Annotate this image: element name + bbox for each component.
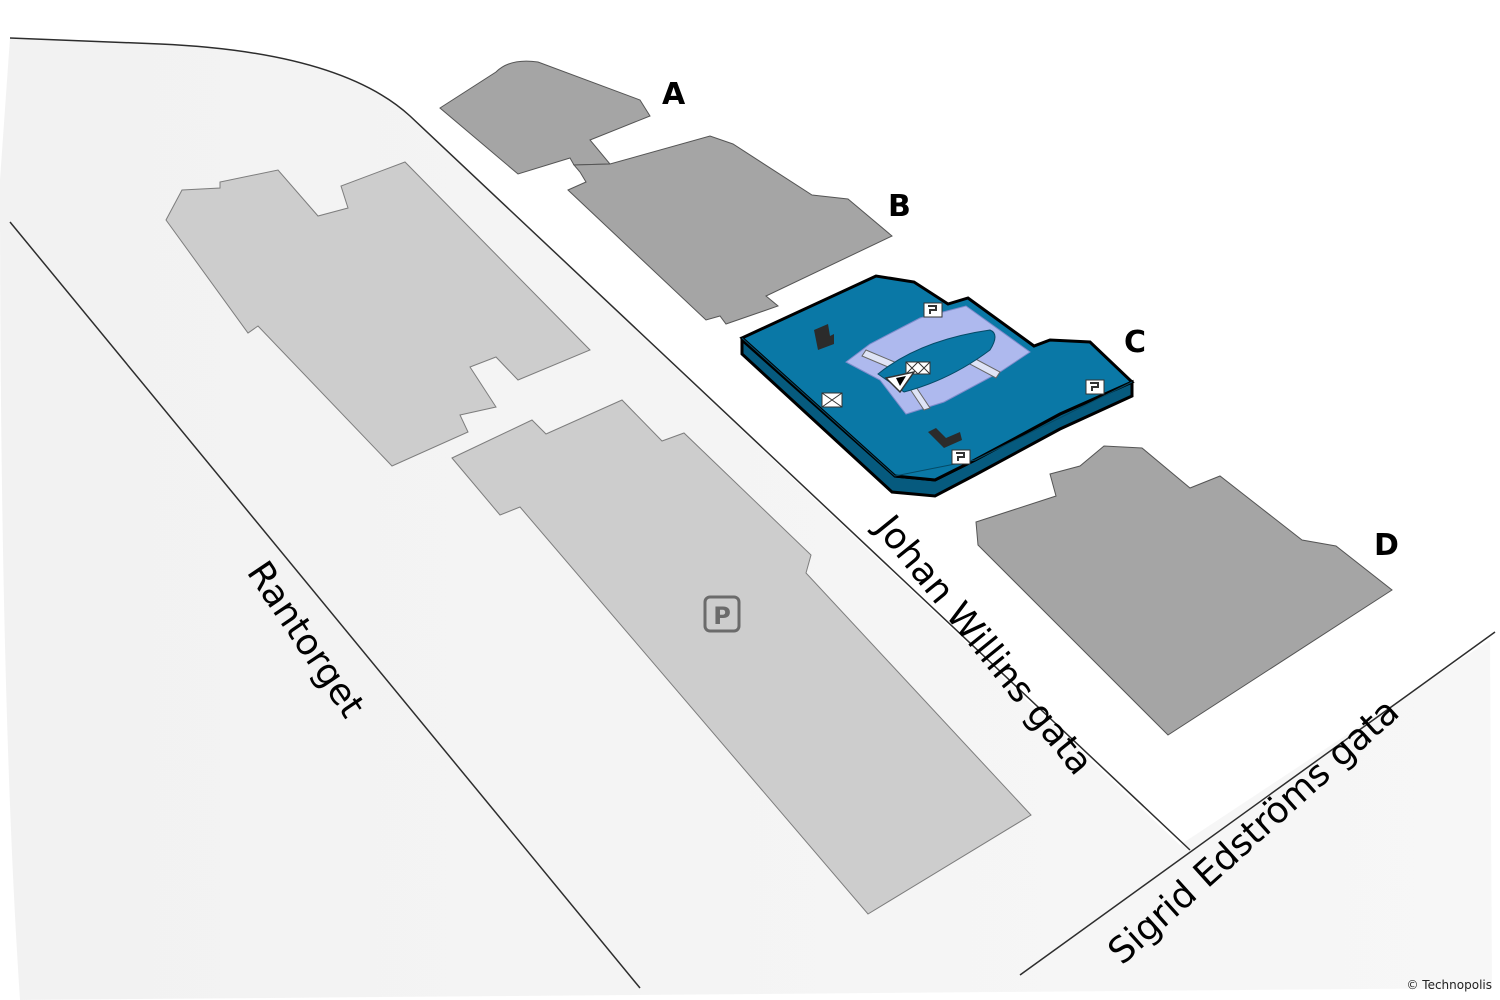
- parking-icon: P: [703, 595, 741, 633]
- stairs-icon: [814, 324, 834, 350]
- building-label-a: A: [662, 77, 686, 112]
- street-edge-north: [9, 37, 1191, 851]
- building-d: [975, 445, 1393, 736]
- building-c-highlighted[interactable]: [739, 274, 1135, 498]
- building-label-d: D: [1374, 528, 1399, 563]
- copyright-notice: © Technopolis: [1406, 978, 1492, 992]
- building-label-c: C: [1124, 325, 1146, 360]
- building-c-floor-line: [741, 337, 1133, 477]
- parking-symbol: P: [713, 602, 731, 630]
- building-label-b: B: [888, 189, 911, 224]
- building-b: [567, 135, 893, 325]
- building-west-lower: [451, 399, 1032, 915]
- elevator-icon: [1085, 379, 1105, 395]
- street-edge-west: [9, 221, 641, 989]
- street-edge-south: [1019, 631, 1496, 976]
- building-west-upper: [165, 161, 591, 467]
- elevator-icon: [923, 302, 943, 318]
- elevator-icon: [951, 449, 971, 465]
- building-a: [439, 60, 651, 175]
- stairs-icon: [928, 428, 962, 448]
- restroom-icon: [905, 361, 931, 375]
- restroom-icon: [821, 392, 843, 408]
- you-are-here-icon: [884, 370, 916, 394]
